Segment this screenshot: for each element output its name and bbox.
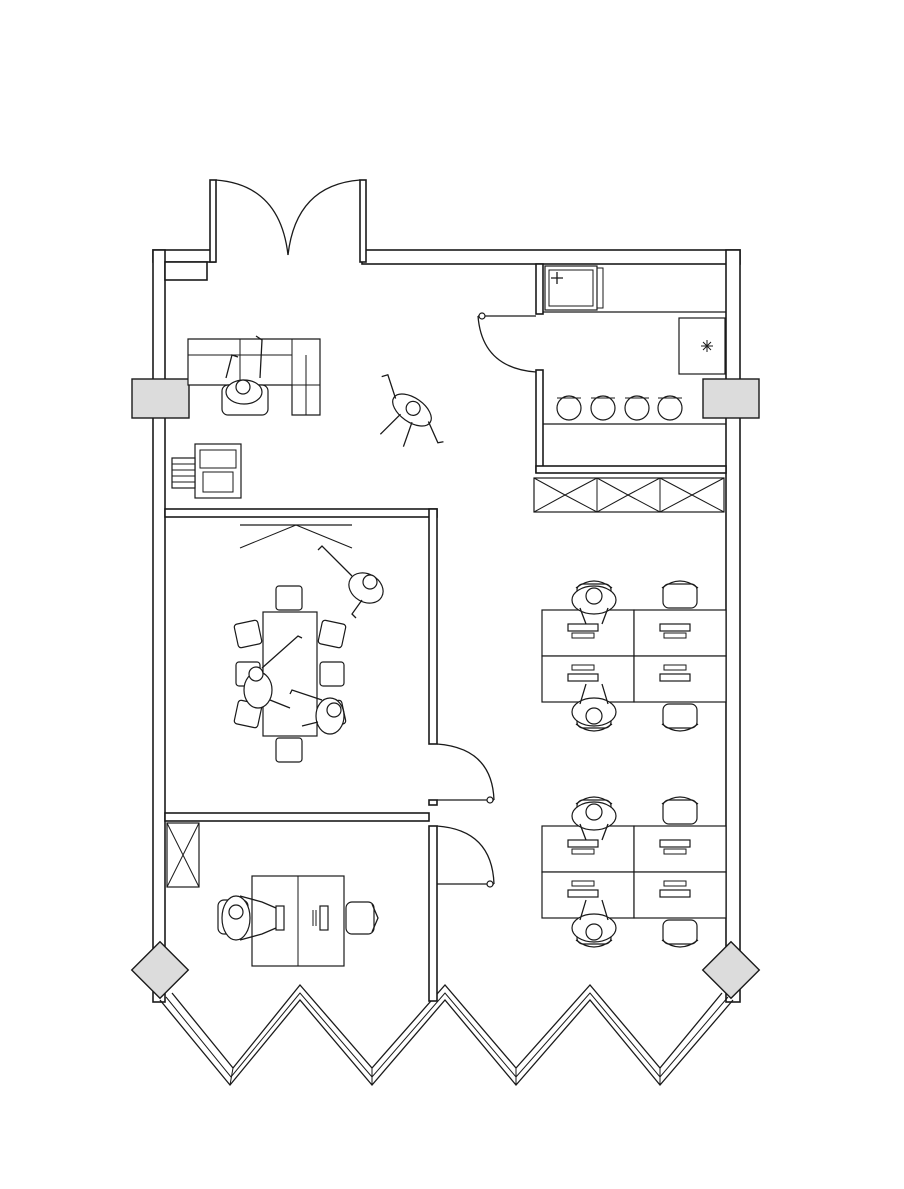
- chair-icon: [662, 583, 698, 609]
- chair-icon: [233, 585, 347, 763]
- person-icon: [289, 689, 345, 735]
- keyboard-icon: [663, 664, 687, 671]
- zigzag-window-wall: [159, 983, 734, 1087]
- monitor-icon: [659, 623, 691, 632]
- monitor-icon: [275, 905, 329, 931]
- interior-walls: [164, 263, 727, 1002]
- person-icon: [221, 895, 277, 941]
- monitor-icon: [567, 673, 599, 682]
- monitor-icon: [567, 889, 599, 898]
- keyboard-icon: [571, 880, 595, 887]
- keyboard-icon: [571, 664, 595, 671]
- monitor-icon: [567, 839, 599, 848]
- keyboard-icon: [571, 632, 595, 639]
- kitchenette: [533, 265, 726, 513]
- structural-columns: [130, 378, 761, 1000]
- stove-icon: [678, 317, 726, 375]
- column-sw: [130, 940, 190, 1000]
- monitor-icon: [659, 673, 691, 682]
- conference-table-icon: [262, 611, 318, 737]
- sofa-icon: [187, 338, 321, 416]
- column-nw: [131, 378, 190, 419]
- chair-icon: [662, 919, 698, 945]
- monitor-icon: [659, 839, 691, 848]
- fridge-icon: [544, 265, 604, 311]
- person-icon: [243, 635, 303, 709]
- chair-icon: [662, 703, 698, 729]
- keyboard-icon: [663, 848, 687, 855]
- keyboard-icon: [663, 632, 687, 639]
- person-icon: [379, 373, 444, 447]
- monitor-icon: [567, 623, 599, 632]
- column-ne: [702, 378, 760, 419]
- open-workstations: [541, 580, 727, 948]
- desk-icon: [251, 875, 345, 967]
- storage-cabinet: [166, 822, 200, 888]
- workstation-cluster: [541, 580, 727, 732]
- stool-icon: [556, 395, 683, 421]
- projection-screen: [239, 524, 353, 549]
- chair-icon: [662, 799, 698, 825]
- workstation-cluster: [541, 796, 727, 948]
- interior-doors: [436, 312, 537, 888]
- meeting-room: [233, 524, 384, 763]
- person-icon: [317, 545, 384, 619]
- entrance-double-door: [215, 179, 361, 256]
- column-se: [701, 940, 761, 1000]
- keyboard-icon: [663, 880, 687, 887]
- lobby: [171, 335, 444, 499]
- person-icon: [221, 335, 269, 416]
- keyboard-icon: [571, 848, 595, 855]
- copier-icon: [171, 443, 242, 499]
- exterior-walls: [152, 179, 741, 1003]
- private-office: [166, 822, 379, 967]
- storage-cabinet: [533, 477, 725, 513]
- monitor-icon: [659, 889, 691, 898]
